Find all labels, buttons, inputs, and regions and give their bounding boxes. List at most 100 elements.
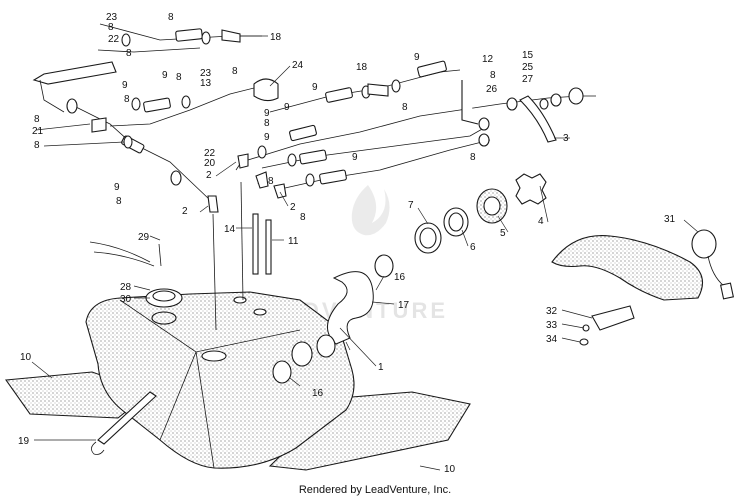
callout-9-i: 9 (264, 108, 270, 119)
callout-24: 24 (292, 60, 304, 71)
gauge-wire (707, 255, 725, 287)
callout-8-g: 8 (34, 140, 40, 151)
tank-strap-19 (97, 391, 157, 445)
callout-16-a: 16 (394, 272, 406, 283)
callout-26: 26 (486, 84, 498, 95)
hose-clamp-lower-2 (316, 334, 336, 358)
tank-fitting-2 (253, 308, 267, 316)
fuel-pump-24 (253, 78, 279, 102)
hose-9-f (299, 149, 327, 165)
callout-2-c: 2 (206, 170, 212, 181)
washer-27 (539, 98, 549, 110)
callout-9-h: 9 (114, 182, 120, 193)
tank-fitting-1 (233, 296, 247, 304)
callout-22-a: 22 (108, 34, 120, 45)
clamps-8 (66, 31, 490, 187)
callout-12: 12 (482, 54, 494, 65)
hose-9-c (325, 87, 353, 103)
callout-9-g: 9 (352, 152, 358, 163)
hose-clamp-upper (374, 254, 394, 278)
leader-lines (31, 35, 699, 471)
hose-9-e (289, 124, 317, 142)
callout-8-k: 8 (490, 70, 496, 81)
fuel-gauge-sender (89, 241, 183, 325)
washer-25 (550, 93, 562, 107)
callout-2-b: 2 (290, 202, 296, 213)
callout-8-j: 8 (402, 102, 408, 113)
hose-9-d (417, 60, 447, 78)
callout-9-e: 9 (284, 102, 290, 113)
hose-9-b (143, 97, 171, 113)
callout-30: 30 (120, 294, 132, 305)
callout-11: 11 (288, 236, 299, 247)
callout-6: 6 (470, 242, 476, 253)
callout-9-a: 9 (162, 70, 168, 81)
callout-8-f: 8 (264, 118, 270, 129)
grommet-26 (506, 97, 518, 111)
callout-9-f: 9 (264, 132, 270, 143)
callout-23-a: 23 (106, 12, 118, 23)
callout-34: 34 (546, 334, 558, 345)
callout-31: 31 (664, 214, 676, 225)
callout-10-a: 10 (20, 352, 32, 363)
callout-8-h: 8 (116, 196, 122, 207)
bracket-32 (591, 305, 635, 331)
callout-8-d: 8 (124, 94, 130, 105)
hose-clamp-lower-1 (291, 341, 313, 367)
callout-8-e: 8 (176, 72, 182, 83)
fuel-gauge-31 (691, 229, 717, 259)
callout-9-b: 9 (122, 80, 128, 91)
callout-9-d: 9 (414, 52, 420, 63)
elbow-2-c (273, 183, 287, 199)
pickup-tube-11 (265, 219, 272, 275)
callout-5: 5 (500, 228, 506, 239)
callout-7: 7 (408, 200, 414, 211)
fuel-filter-18-top (221, 29, 241, 43)
callout-21: 21 (32, 126, 44, 137)
filler-nut-7-inner (419, 227, 437, 249)
callout-28: 28 (120, 282, 132, 293)
fuel-cap-4 (515, 173, 547, 205)
callout-8-o: 8 (300, 212, 306, 223)
hose-9-g (319, 169, 347, 185)
callout-18-a: 18 (270, 32, 282, 43)
callout-8-b: 8 (108, 22, 114, 33)
gauge-connector (720, 282, 734, 300)
callout-8-a: 8 (168, 12, 174, 23)
pickup-wire (212, 213, 217, 331)
gasket-6-inner (448, 212, 464, 232)
callout-1: 1 (378, 362, 384, 373)
callout-17: 17 (398, 300, 410, 311)
callout-14: 14 (224, 224, 236, 235)
callout-8-l: 8 (470, 152, 476, 163)
screw-34 (579, 338, 589, 346)
callout-18-b: 18 (356, 62, 368, 73)
callout-9-c: 9 (312, 82, 318, 93)
strap-hook (91, 441, 105, 455)
callout-10-b: 10 (444, 464, 456, 475)
callout-20: 20 (204, 158, 216, 169)
callout-8-n: 8 (232, 66, 238, 77)
elbow-2-b (255, 171, 269, 189)
fuel-filter-18-mid (367, 83, 389, 97)
tee-fitting-21 (91, 117, 107, 133)
callout-8-c: 8 (34, 114, 40, 125)
callout-13: 13 (200, 78, 212, 89)
callout-22-b: 22 (204, 148, 216, 159)
callout-27: 27 (522, 74, 534, 85)
hose-clamp-lower-3 (272, 360, 292, 384)
elbow-20 (237, 153, 249, 169)
callout-19: 19 (18, 436, 30, 447)
filler-neck-5-inner (483, 196, 501, 216)
filler-hose (327, 271, 374, 345)
callout-16-b: 16 (312, 388, 324, 399)
callout-2-a: 2 (182, 206, 188, 217)
elbow-2-a (207, 195, 219, 213)
pickup-tube-14 (252, 213, 259, 275)
sender-screw (158, 243, 162, 267)
fuel-line-network (32, 23, 596, 201)
fuel-tank (85, 291, 355, 469)
hose-9-a (175, 28, 203, 42)
pickup-wire-2 (240, 181, 244, 301)
